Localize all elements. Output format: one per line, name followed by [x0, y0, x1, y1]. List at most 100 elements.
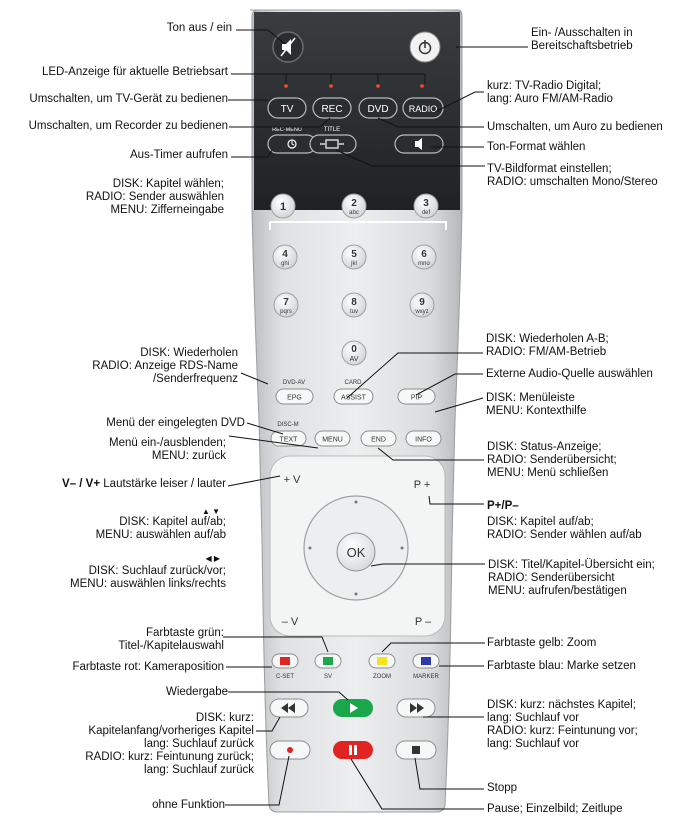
led-radio	[420, 84, 424, 88]
label-green: Farbtaste grün: Titel-/Kapitelauswahl	[118, 627, 224, 652]
label-menu-toggle: Menü ein-/ausblenden; MENU: zurück	[109, 437, 226, 462]
svg-text:8: 8	[351, 297, 357, 308]
key-7[interactable]: 7 pqrs	[273, 292, 299, 318]
led-tv	[284, 84, 288, 88]
assist-button[interactable]: ASSIST	[333, 388, 374, 405]
rec-button-label: REC	[321, 104, 342, 115]
mute-button[interactable]	[272, 31, 304, 63]
menu-button[interactable]: MENU	[314, 430, 351, 447]
label-pause: Pause; Einzelbild; Zeitlupe	[487, 803, 623, 815]
label-leftright-arrows: ◀ ▶	[205, 554, 220, 563]
label-play: Wiedergabe	[165, 686, 228, 698]
up-arrow-dot	[354, 500, 358, 504]
label-updown: DISK: Kapitel auf/ab; MENU: auswählen au…	[95, 516, 226, 541]
label-repeat: DISK: Wiederholen RADIO: Anzeige RDS-Nam…	[92, 347, 238, 385]
svg-text:def: def	[422, 210, 431, 216]
svg-text:5: 5	[351, 249, 357, 260]
svg-text:2: 2	[351, 198, 357, 209]
label-rec-mode: Umschalten, um Recorder zu bedienen	[28, 120, 228, 132]
key-0[interactable]: 0 AV	[341, 340, 367, 366]
play-button[interactable]	[333, 699, 373, 717]
red-button[interactable]	[271, 653, 299, 669]
text-button[interactable]: TEXT	[270, 430, 307, 447]
forward-button[interactable]	[396, 698, 436, 718]
picture-format-button[interactable]	[309, 134, 357, 154]
svg-text:ghi: ghi	[281, 261, 289, 267]
speaker-icon	[415, 138, 422, 150]
key-8[interactable]: 8 tuv	[341, 292, 367, 318]
label-forward: DISK: kurz: nächstes Kapitel; lang: Such…	[487, 699, 638, 750]
program-down-label: P –	[415, 616, 432, 628]
stop-button[interactable]	[395, 740, 437, 760]
label-picture-format: TV-Bildformat einstellen; RADIO: umschal…	[487, 163, 658, 188]
record-button[interactable]	[269, 740, 311, 760]
blue-button[interactable]	[412, 653, 440, 669]
svg-text:ASSIST: ASSIST	[341, 395, 367, 402]
dvd-av-caption: DVD-AV	[283, 380, 305, 386]
radio-button[interactable]: RADIO	[402, 97, 444, 119]
rec-menu-caption: REC-MENU	[272, 127, 302, 133]
label-sound-format: Ton-Format wählen	[487, 141, 586, 153]
epg-button[interactable]: EPG	[275, 388, 314, 405]
key-4[interactable]: 4 ghi	[272, 244, 298, 270]
label-status: DISK: Status-Anzeige; RADIO: Senderübers…	[487, 441, 617, 479]
label-updown-arrows: ▲ ▼	[201, 507, 220, 516]
pip-button[interactable]: PIP	[397, 388, 436, 405]
label-blue: Farbtaste blau: Marke setzen	[487, 660, 636, 672]
pause-icon	[349, 745, 352, 755]
left-arrow-dot	[308, 546, 312, 550]
card-caption: CARD	[344, 380, 362, 386]
key-6[interactable]: 6 mno	[411, 244, 437, 270]
label-leftright: DISK: Suchlauf zurück/vor; MENU: auswähl…	[70, 565, 226, 590]
svg-text:AV: AV	[350, 356, 359, 363]
yellow-button[interactable]	[368, 653, 396, 669]
radio-button-label: RADIO	[409, 104, 438, 114]
ok-button[interactable]: OK	[336, 532, 376, 572]
led-dvd	[376, 84, 380, 88]
svg-text:mno: mno	[418, 261, 430, 267]
key-9[interactable]: 9 wxyz	[409, 292, 435, 318]
label-timer: Aus-Timer aufrufen	[130, 149, 228, 161]
key-1[interactable]: 1	[270, 193, 296, 219]
right-arrow-dot	[400, 546, 404, 550]
label-stop: Stopp	[487, 782, 518, 794]
svg-text:6: 6	[421, 249, 427, 260]
label-red: Farbtaste rot: Kameraposition	[72, 661, 225, 673]
dvd-button[interactable]: DVD	[358, 97, 398, 119]
end-button[interactable]: END	[360, 430, 397, 447]
svg-text:0: 0	[351, 344, 357, 355]
play-icon	[350, 703, 358, 713]
label-auro-mode: Umschalten, um Auro zu bedienen	[487, 121, 663, 133]
label-radio-mode: kurz: TV-Radio Digital; lang: Auro FM/AM…	[487, 80, 613, 105]
svg-text:jkl: jkl	[350, 261, 357, 267]
svg-text:4: 4	[282, 249, 288, 260]
green-button[interactable]	[314, 653, 342, 669]
timer-button[interactable]	[267, 134, 317, 154]
sound-format-button[interactable]	[394, 134, 444, 154]
label-mute: Ton aus / ein	[166, 22, 232, 34]
label-no-function: ohne Funktion	[152, 799, 225, 811]
key-2[interactable]: 2 abc	[341, 193, 367, 219]
tv-button[interactable]: TV	[267, 97, 307, 119]
numeric-area-outline	[269, 221, 447, 230]
key-5[interactable]: 5 jkl	[341, 244, 367, 270]
rec-button[interactable]: REC	[312, 97, 352, 119]
svg-text:pqrs: pqrs	[280, 309, 292, 315]
sv-caption: SV	[324, 674, 332, 680]
volume-up-label: + V	[284, 474, 301, 486]
pause-button[interactable]	[333, 741, 373, 759]
stop-icon	[412, 746, 420, 754]
zoom-caption: ZOOM	[373, 674, 391, 680]
disc-m-caption: DISC-M	[277, 422, 298, 428]
rewind-button[interactable]	[269, 698, 309, 718]
key-3[interactable]: 3 def	[413, 193, 439, 219]
label-volume: V– / V+ Lautstärke leiser / lauter	[62, 478, 226, 490]
label-yellow: Farbtaste gelb: Zoom	[487, 637, 597, 649]
label-dvd-menu: Menü der eingelegten DVD	[106, 417, 245, 429]
power-button[interactable]	[409, 31, 441, 63]
c-set-caption: C-SET	[276, 674, 294, 680]
volume-down-label: – V	[282, 616, 299, 628]
info-button[interactable]: INFO	[405, 430, 442, 447]
svg-text:tuv: tuv	[350, 309, 358, 315]
svg-text:wxyz: wxyz	[414, 309, 428, 315]
